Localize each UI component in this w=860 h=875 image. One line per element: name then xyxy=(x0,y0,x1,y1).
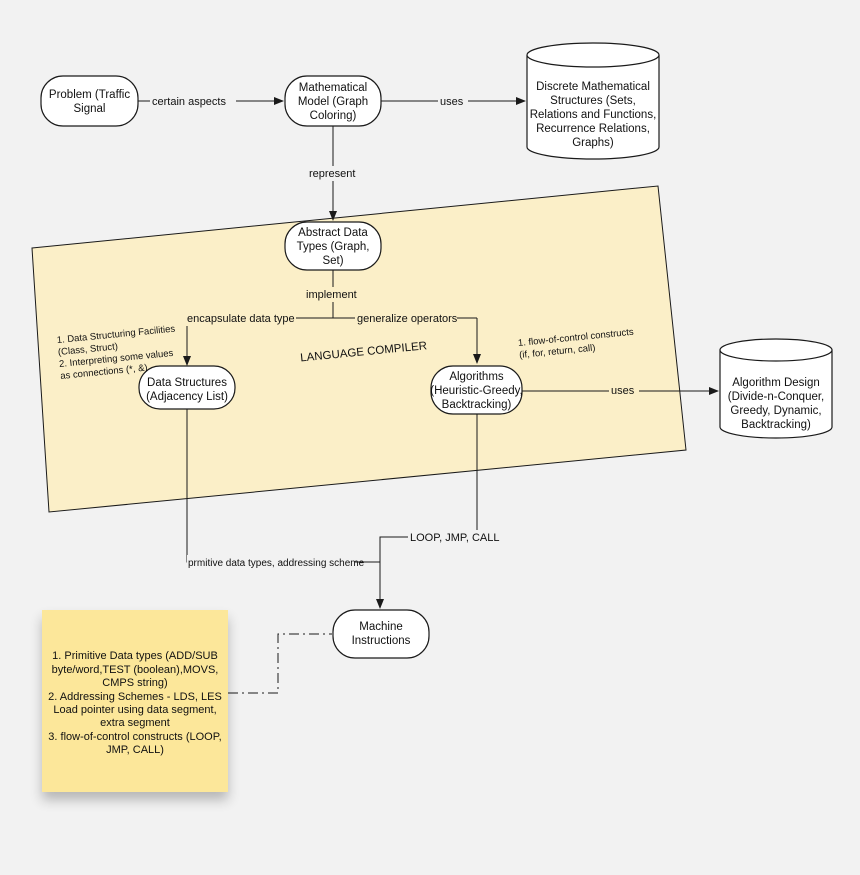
language-compiler-region xyxy=(31,185,687,513)
label-represent: represent xyxy=(309,168,355,180)
node-adt-line-1: Abstract Data xyxy=(298,227,368,239)
node-design-line-4: Backtracking) xyxy=(741,419,811,431)
node-data-structures: Data Structures (Adjacency List) xyxy=(138,365,236,410)
node-problem: Problem (Traffic Signal xyxy=(40,75,139,127)
label-uses-top: uses xyxy=(440,96,464,108)
node-model-line-1: Mathematical xyxy=(299,82,367,94)
node-discrete-line-1: Discrete Mathematical xyxy=(536,81,650,93)
sticky-line-2: byte/word,TEST (boolean),MOVS, xyxy=(52,664,219,676)
node-abstract-data-types: Abstract Data Types (Graph, Set) xyxy=(284,221,382,271)
label-generalize: generalize operators xyxy=(357,313,458,325)
label-loop-jmp-call: LOOP, JMP, CALL xyxy=(410,532,499,544)
node-discrete-line-3: Relations and Functions, xyxy=(530,109,657,121)
node-algorithms-line-1: Algorithms xyxy=(449,371,504,383)
label-uses-right: uses xyxy=(611,385,635,397)
node-algorithms: Algorithms (Heuristic-Greedy, Backtracki… xyxy=(430,365,523,415)
node-machine-line-1: Machine xyxy=(359,621,402,633)
sticky-line-1: 1. Primitive Data types (ADD/SUB xyxy=(52,650,218,662)
node-problem-line-2: Signal xyxy=(74,103,106,115)
node-design-line-3: Greedy, Dynamic, xyxy=(730,405,821,417)
label-primitive: prmitive data types, addressing scheme xyxy=(188,558,365,569)
label-encapsulate: encapsulate data type xyxy=(187,313,295,325)
node-adt-line-3: Set) xyxy=(322,255,343,267)
label-implement: implement xyxy=(306,289,357,301)
node-discrete-line-5: Graphs) xyxy=(572,137,614,149)
node-design-line-1: Algorithm Design xyxy=(732,377,820,389)
sticky-line-6: extra segment xyxy=(100,717,170,729)
node-machine-instructions: Machine Instructions xyxy=(332,609,430,659)
node-adt-line-2: Types (Graph, xyxy=(297,241,370,253)
sticky-note: 1. Primitive Data types (ADD/SUB byte/wo… xyxy=(42,610,228,792)
node-discrete-line-2: Structures (Sets, xyxy=(550,95,636,107)
label-certain-aspects: certain aspects xyxy=(152,96,226,108)
node-algorithm-design: Algorithm Design (Divide-n-Conquer, Gree… xyxy=(719,338,833,439)
sticky-line-4: 2. Addressing Schemes - LDS, LES xyxy=(48,691,222,703)
node-mathematical-model: Mathematical Model (Graph Coloring) xyxy=(284,75,382,127)
sticky-line-7: 3. flow-of-control constructs (LOOP, xyxy=(48,731,221,743)
sticky-line-8: JMP, CALL) xyxy=(106,744,164,756)
node-design-line-2: (Divide-n-Conquer, xyxy=(728,391,825,403)
sticky-line-5: Load pointer using data segment, xyxy=(53,704,216,716)
node-discrete-structures: Discrete Mathematical Structures (Sets, … xyxy=(526,42,660,160)
node-ds-line-2: (Adjacency List) xyxy=(146,391,228,403)
node-discrete-line-4: Recurrence Relations, xyxy=(536,123,650,135)
node-algorithms-line-2: (Heuristic-Greedy, xyxy=(430,385,522,397)
node-model-line-3: Coloring) xyxy=(310,110,357,122)
edge-labels: certain aspects uses represent implement… xyxy=(150,93,639,569)
node-machine-line-2: Instructions xyxy=(352,635,411,647)
node-model-line-2: Model (Graph xyxy=(298,96,368,108)
node-algorithms-line-3: Backtracking) xyxy=(442,399,512,411)
node-problem-line-1: Problem (Traffic xyxy=(49,89,130,101)
node-ds-line-1: Data Structures xyxy=(147,377,227,389)
edge-sticky-to-machine xyxy=(228,633,332,694)
sticky-line-3: CMPS string) xyxy=(102,677,167,689)
